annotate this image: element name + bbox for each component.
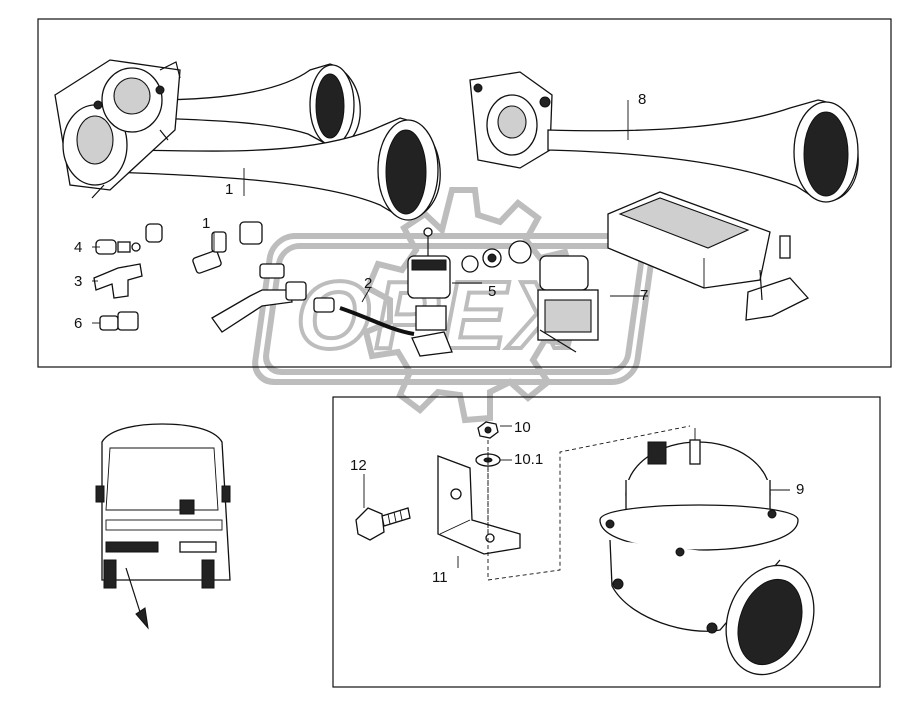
compressor-unit-part-7 (607, 191, 810, 321)
single-air-horn-part-8 (469, 71, 859, 203)
callout-label-10: 10 (514, 419, 531, 436)
fitting-part-1 (192, 250, 222, 274)
callout-label-1-fitting: 1 (202, 215, 210, 232)
callout-label-12: 12 (350, 457, 367, 474)
callout-label-6: 6 (74, 315, 82, 332)
callout-labels: 1 8 1 4 3 6 2 5 7 10 10.1 12 9 11 (74, 91, 804, 586)
callout-label-10-1: 10.1 (514, 451, 543, 468)
top-panel-frame (37, 18, 892, 368)
leader-lines-bottom (363, 425, 790, 568)
leader-lines-top (92, 100, 648, 324)
hose-part-2 (313, 297, 415, 336)
bottom-panel-frame (332, 396, 881, 688)
solenoid-valve-part-5 (407, 227, 599, 357)
callout-label-7: 7 (640, 287, 648, 304)
callout-label-3: 3 (74, 273, 82, 290)
assembly-dashed-lines (487, 425, 691, 581)
callout-label-1: 1 (225, 181, 233, 198)
fitting-part-6 (99, 315, 119, 331)
nut-part-10 (477, 421, 499, 439)
bus-front-view (95, 423, 231, 630)
electric-horn-part-9 (599, 428, 815, 676)
fittings-group (93, 221, 307, 333)
twin-air-horn-assembly (54, 59, 441, 221)
bolt-part-12 (355, 507, 411, 541)
callout-label-11: 11 (432, 569, 448, 586)
callout-label-2: 2 (364, 275, 372, 292)
callout-label-9: 9 (796, 481, 804, 498)
mounting-bracket-part-11 (437, 455, 521, 555)
tee-fitting-part-3 (93, 263, 143, 299)
callout-label-8: 8 (638, 91, 646, 108)
callout-label-5: 5 (488, 283, 496, 300)
callout-label-4: 4 (74, 239, 82, 256)
